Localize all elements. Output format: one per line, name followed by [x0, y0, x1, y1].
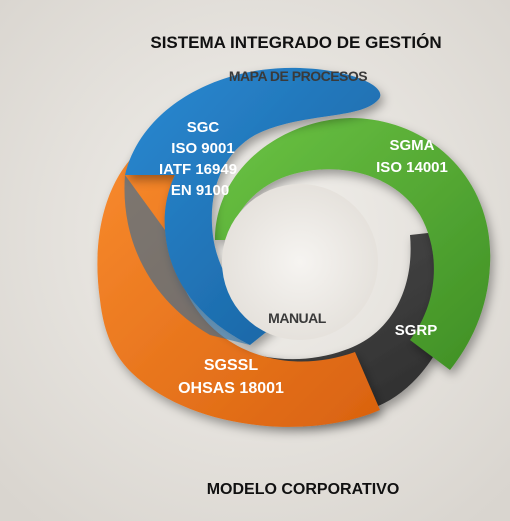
- sgc-line-2: ISO 9001: [171, 140, 234, 157]
- label-mapa-procesos: MAPA DE PROCESOS: [229, 68, 367, 84]
- sgrp-line-1: SGRP: [395, 322, 438, 339]
- sgma-line-1: SGMA: [390, 137, 435, 154]
- segment-sgc-inner-fold: [124, 175, 250, 345]
- sgc-line-3: IATF 16949: [159, 161, 237, 178]
- sgc-label-group: SGC ISO 9001 IATF 16949 EN 9100: [159, 119, 237, 199]
- segment-sgc: [125, 67, 381, 345]
- diagram-footer: MODELO CORPORATIVO: [207, 481, 400, 498]
- label-manual: MANUAL: [268, 310, 327, 326]
- sgc-line-1: SGC: [187, 119, 220, 136]
- sgssl-label-group: SGSSL OHSAS 18001: [178, 357, 284, 397]
- sgc-line-4: EN 9100: [171, 182, 229, 199]
- sgssl-line-2: OHSAS 18001: [178, 380, 284, 397]
- sgma-line-2: ISO 14001: [376, 159, 448, 176]
- sgma-label-group: SGMA ISO 14001: [376, 137, 448, 176]
- diagram-title: SISTEMA INTEGRADO DE GESTIÓN: [150, 33, 441, 52]
- segment-sgma: [215, 118, 491, 370]
- center-hole: [222, 184, 378, 340]
- sgssl-line-1: SGSSL: [204, 357, 258, 374]
